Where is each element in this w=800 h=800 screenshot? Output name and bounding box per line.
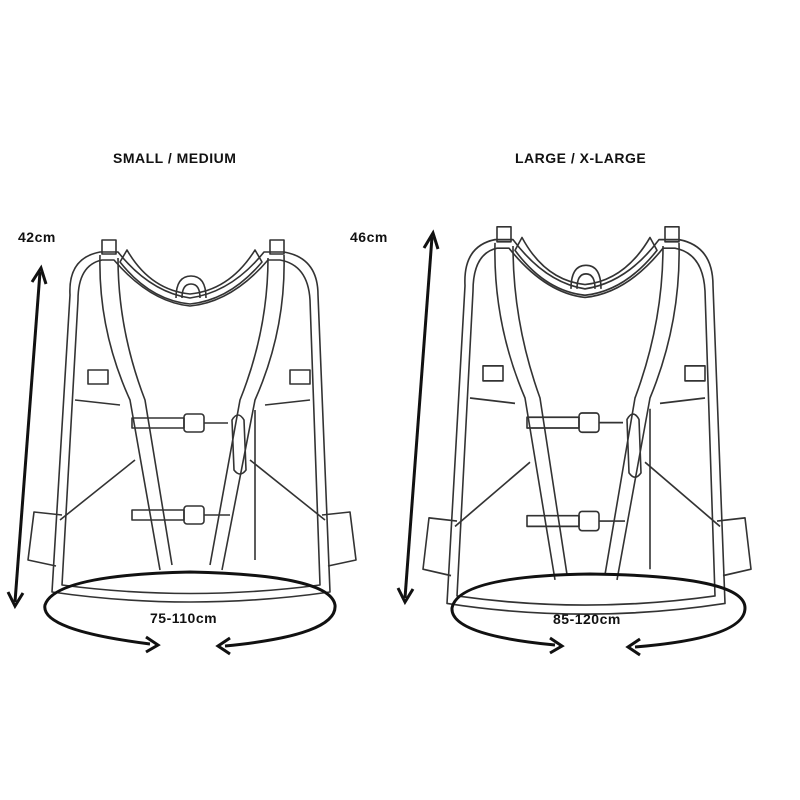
vest-large-xlarge-illustration <box>422 225 752 615</box>
size-title-small-medium: SMALL / MEDIUM <box>113 150 237 166</box>
height-label-large: 46cm <box>350 229 388 245</box>
waist-arrow-small <box>43 570 337 656</box>
size-title-large-xlarge: LARGE / X-LARGE <box>515 150 647 166</box>
waist-label-small: 75-110cm <box>150 610 218 626</box>
height-arrow-large <box>403 236 434 599</box>
waist-arrow-large <box>450 572 747 657</box>
height-label-small: 42cm <box>18 229 56 245</box>
waist-label-large: 85-120cm <box>553 611 621 627</box>
height-arrow-small <box>13 271 42 603</box>
vest-small-medium-illustration <box>27 239 357 603</box>
